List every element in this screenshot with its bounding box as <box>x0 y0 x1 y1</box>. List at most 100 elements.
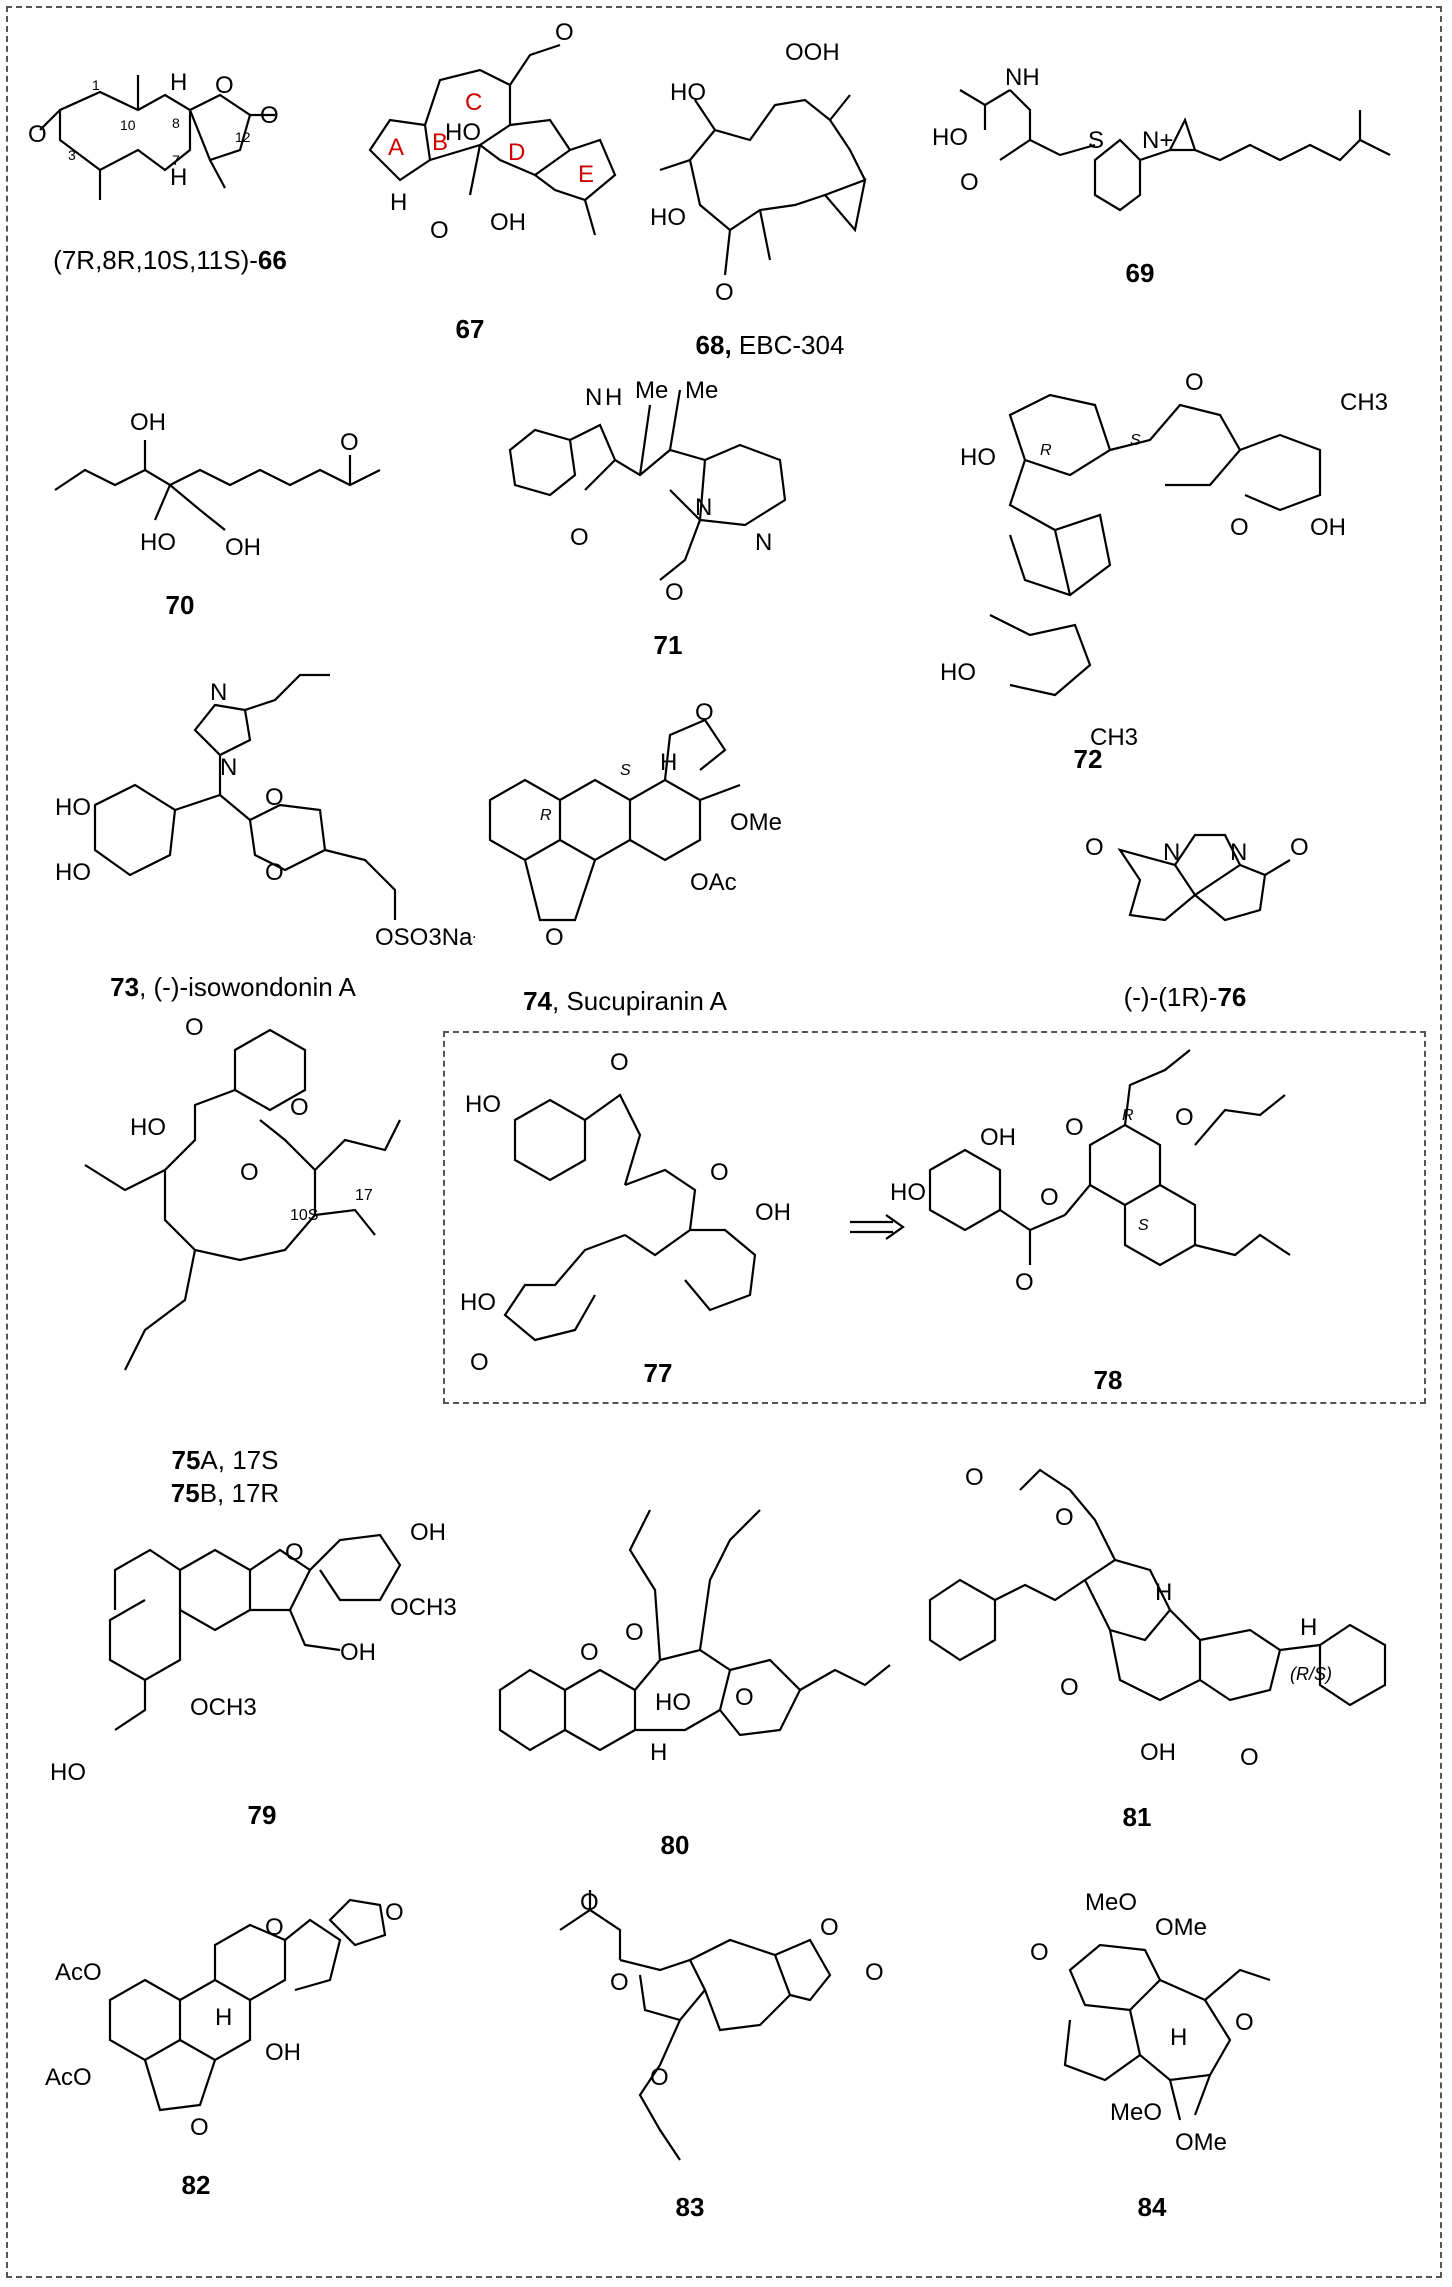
atom-label: H <box>660 749 677 776</box>
atom-label: O <box>1240 1744 1259 1771</box>
stereo-label: S <box>620 762 631 779</box>
atom-label: OH <box>1310 514 1346 541</box>
atom-label: O <box>470 1349 489 1370</box>
structure-80: O O HO O H <box>498 1509 891 1766</box>
caption-75a: 75A, 17S <box>171 1445 279 1475</box>
atom-label: OMe <box>1155 1914 1207 1941</box>
structure-77: HO O O OH HO O <box>460 1049 791 1370</box>
locant: 3 <box>68 147 76 163</box>
atom-label: N <box>755 529 772 556</box>
atom-label: N+ <box>1142 127 1173 154</box>
labels-67: HO OH O O H <box>390 19 574 244</box>
atom-label: MeO <box>1085 1889 1137 1916</box>
atom-label: HO <box>130 1114 166 1141</box>
atom-label: HO <box>140 529 176 556</box>
atom-label: OOH <box>785 39 840 66</box>
locant: 8 <box>172 115 180 131</box>
atom-label: HO <box>55 859 91 886</box>
structure-78: OH HO O O O O R S <box>890 1049 1291 1296</box>
box-77-78 <box>443 1031 1426 1404</box>
atom-label: Me <box>685 377 718 404</box>
atom-label: H <box>605 384 622 411</box>
atom-label: HO <box>932 124 968 151</box>
atom-label: O <box>1030 1939 1049 1966</box>
atom-label: O <box>865 1959 884 1986</box>
atom-label: O <box>385 1899 404 1926</box>
structure-82: AcO AcO O O H OH O <box>45 1898 404 2141</box>
ring-label-c: C <box>465 89 482 116</box>
atom-label: H <box>170 164 187 191</box>
atom-label: O <box>715 279 734 306</box>
caption-73: 73, (-)-isowondonin A <box>110 972 356 1002</box>
stereo-label: R <box>1040 442 1052 459</box>
structure-68: HO OOH HO O <box>650 39 867 306</box>
structure-73: N N HO HO O O OSO3Na+ <box>55 673 475 951</box>
caption-66: (7R,8R,10S,11S)-66 <box>53 245 287 275</box>
atom-label: O <box>1055 1504 1074 1531</box>
atom-label: H <box>650 1739 667 1766</box>
structure-75: HO O O O 10S 17 <box>84 1014 401 1371</box>
atom-label: H <box>390 189 407 216</box>
atom-label: OSO3Na+ <box>375 924 475 951</box>
atom-label: O <box>570 524 589 551</box>
atom-label: O <box>215 72 234 99</box>
atom-label: OMe <box>1175 2129 1227 2156</box>
labels-82: AcO AcO O O H OH O <box>45 1899 404 2141</box>
atom-label: OH <box>130 409 166 436</box>
atom-label: O <box>610 1969 629 1996</box>
atom-label: O <box>960 169 979 196</box>
atom-label: AcO <box>45 2064 92 2091</box>
atom-label: MeO <box>1110 2099 1162 2126</box>
atom-label: O <box>650 2064 669 2091</box>
caption-84: 84 <box>1137 2192 1167 2222</box>
ring-label-a: A <box>388 134 404 161</box>
structure-81: O O O H H (R/S) OH O <box>928 1464 1387 1771</box>
atom-label: O <box>1040 1184 1059 1211</box>
atom-label: H <box>1300 1614 1317 1641</box>
caption-68: 68, EBC-304 <box>695 330 845 360</box>
caption-75b: 75B, 17R <box>170 1478 280 1508</box>
locant: 1 <box>92 77 100 93</box>
labels-77: HO O O OH HO O <box>460 1049 791 1370</box>
atom-label: O <box>240 1159 259 1186</box>
atom-label: OH <box>410 1519 446 1546</box>
atom-label: HO <box>650 204 686 231</box>
labels-74: O H S R OMe OAc O <box>540 699 782 951</box>
atom-label: HO <box>960 444 996 471</box>
atom-label: OH <box>490 209 526 236</box>
labels-78: OH HO O O O O R S <box>890 1104 1194 1296</box>
atom-label: H <box>170 69 187 96</box>
atom-label: OAc <box>690 869 737 896</box>
structure-74: O H S R OMe OAc O <box>488 699 782 951</box>
labels-72: HO CH3 OH HO CH3 O O R S <box>940 369 1388 745</box>
labels-75: HO O O O 10S 17 <box>130 1014 373 1224</box>
structure-76: O N N O <box>1085 833 1309 922</box>
atom-label: O <box>545 924 564 951</box>
atom-label: O <box>265 1914 284 1941</box>
atom-label: HO <box>55 794 91 821</box>
atom-label: AcO <box>55 1959 102 1986</box>
labels-76: O N N O <box>1085 834 1309 866</box>
atom-label: N <box>210 679 227 706</box>
structure-69: NH HO O S N+ <box>932 64 1391 212</box>
caption-69: 69 <box>1125 258 1155 288</box>
atom-label: N <box>695 494 712 521</box>
atom-label: O <box>1060 1674 1079 1701</box>
caption-81: 81 <box>1122 1802 1152 1832</box>
atom-label: O <box>1175 1104 1194 1131</box>
atom-label: HO <box>50 1759 86 1786</box>
atom-label: HO <box>460 1289 496 1316</box>
labels-79: O OH OCH3 OH HO OCH3 <box>50 1519 457 1786</box>
atom-label: HO <box>465 1091 501 1118</box>
structure-67: A B C D E HO OH O O H <box>368 19 617 244</box>
locant: 12 <box>235 129 251 145</box>
atom-label: O <box>1085 834 1104 861</box>
labels-81: O O O H H (R/S) OH O <box>965 1464 1332 1771</box>
caption-72: 72 <box>1073 744 1103 774</box>
atom-label: O <box>625 1619 644 1646</box>
atom-label: CH3 <box>1090 724 1138 745</box>
caption-83: 83 <box>675 2192 705 2222</box>
labels-66: O O O H H 1 3 7 8 10 12 <box>28 69 279 191</box>
labels-69: NH HO O S N+ <box>932 64 1173 196</box>
locant: 10 <box>120 117 136 133</box>
